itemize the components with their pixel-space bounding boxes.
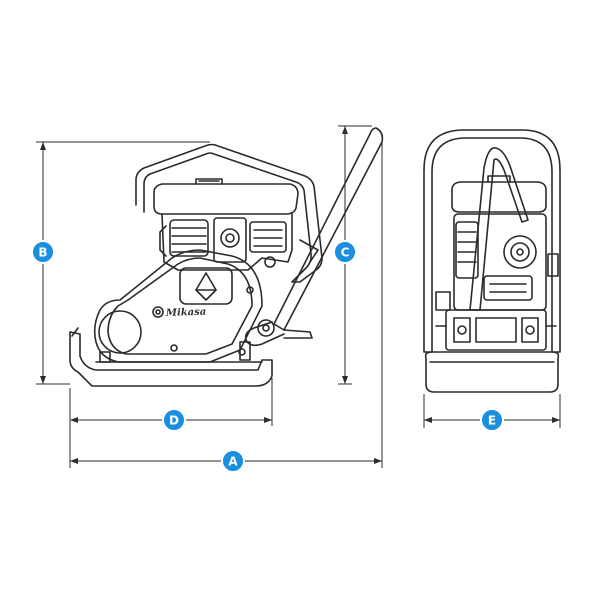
front-handle — [469, 147, 529, 311]
handle — [273, 127, 384, 331]
front-view-machine — [423, 129, 561, 393]
fuel-tank — [153, 183, 299, 215]
dimension-badge-b: B — [31, 240, 55, 264]
badge-label-b: B — [38, 246, 47, 260]
dimension-badge-c: C — [333, 240, 357, 264]
side-view-machine — [69, 127, 384, 387]
flywheel-cover — [98, 310, 142, 354]
front-pulley — [503, 235, 537, 269]
brand-label: Mikasa — [165, 307, 207, 319]
belt-cover — [93, 249, 263, 363]
badge-label-d: D — [169, 414, 179, 428]
badge-label-c: C — [341, 246, 350, 260]
front-base-plate — [424, 351, 560, 393]
dimension-badge-d: D — [162, 408, 186, 432]
dimension-badge-e: E — [480, 408, 504, 432]
front-lower-housing — [445, 309, 547, 351]
front-fuel-tank — [451, 181, 547, 213]
arrowheads — [40, 126, 560, 464]
badge-label-e: E — [488, 414, 496, 428]
base-plate — [69, 331, 273, 387]
dimension-badge-a: A — [221, 449, 245, 473]
front-frame — [423, 129, 561, 353]
logo-emblem — [179, 267, 233, 305]
badge-label-a: A — [228, 455, 238, 469]
fuel-cap — [195, 178, 223, 185]
